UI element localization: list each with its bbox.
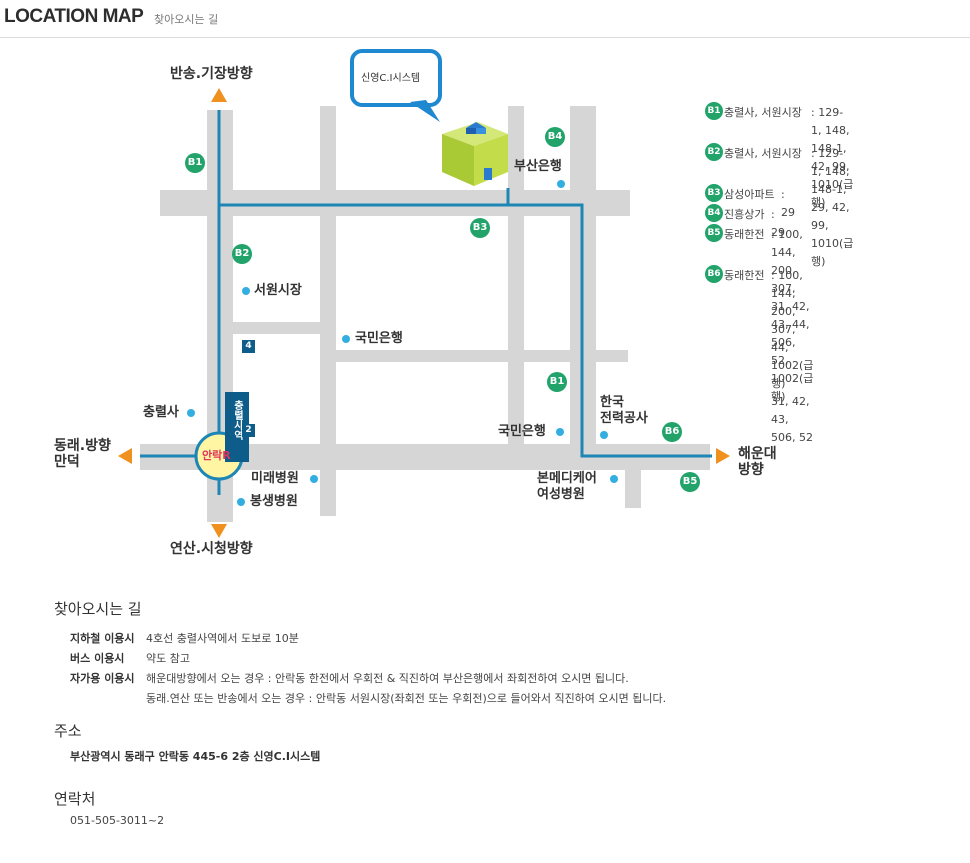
- station-exit-2: 2: [242, 424, 255, 437]
- address-value: 부산광역시 동래구 안락동 445-6 2층 신영C.I시스템: [70, 750, 321, 763]
- place-chungnyeolsa: 충렬사: [143, 405, 179, 420]
- directions-title: 찾아오시는 길: [54, 600, 142, 618]
- direction-south: 연산.시청방향: [170, 541, 253, 557]
- company-building-icon: [442, 122, 508, 186]
- page-subtitle: 찾아오시는 길: [154, 13, 219, 26]
- bus-badge-b2: B2: [232, 244, 252, 264]
- contact-title: 연락처: [54, 790, 96, 808]
- station-exit-4: 4: [242, 340, 255, 353]
- location-map: 신영C.I시스템 반송.기장방향 동래.방향 만덕 연산.시청방향 해운대 방향…: [0, 38, 970, 598]
- bus-badge-b1-south: B1: [547, 372, 567, 392]
- bus-badge-b1-north: B1: [185, 153, 205, 173]
- place-bonmedi-hospital: 본메디케어 여성병원: [537, 471, 597, 502]
- direction-row-car-extra: 동래.연산 또는 반송에서 오는 경우 : 안락동 서원시장(좌회전 또는 우회…: [146, 692, 667, 705]
- road-stub: [625, 470, 641, 508]
- legend-badge: B2: [705, 143, 723, 161]
- contact-value: 051-505-3011~2: [70, 814, 165, 827]
- road-vertical-mid: [320, 106, 336, 516]
- bus-badge-b5: B5: [680, 472, 700, 492]
- legend-badge: B1: [705, 102, 723, 120]
- place-kookmin-bank-2: 국민은행: [498, 424, 546, 439]
- company-bubble: [350, 49, 442, 122]
- place-mirae-hospital: 미래병원: [251, 471, 299, 486]
- road-small-2: [336, 350, 628, 362]
- direction-east: 해운대 방향: [738, 446, 777, 478]
- arrow-south-icon: [211, 524, 227, 538]
- bus-badge-b3: B3: [470, 218, 490, 238]
- dot-kepco: [600, 431, 608, 439]
- place-seowon-market: 서원시장: [254, 283, 302, 298]
- page-header: LOCATION MAP 찾아오시는 길: [0, 0, 970, 38]
- place-bongsaeng-hospital: 봉생병원: [250, 494, 298, 509]
- intersection-label: 안락R: [202, 449, 231, 462]
- place-kookmin-bank-1: 국민은행: [355, 331, 403, 346]
- road-horizontal-top: [160, 190, 630, 216]
- direction-north: 반송.기장방향: [170, 66, 253, 82]
- legend-badge: B4: [705, 204, 723, 222]
- place-kepco: 한국 전력공사: [600, 395, 648, 426]
- dot-chungnyeolsa: [187, 409, 195, 417]
- arrow-east-icon: [716, 448, 730, 464]
- place-busan-bank: 부산은행: [514, 159, 562, 174]
- bus-badge-b4: B4: [545, 127, 565, 147]
- bubble-label: 신영C.I시스템: [361, 73, 421, 84]
- dot-kookmin-bank-2: [556, 428, 564, 436]
- dot-kookmin-bank-1: [342, 335, 350, 343]
- legend-badge: B3: [705, 184, 723, 202]
- dot-seowon-market: [242, 287, 250, 295]
- legend-badge: B6: [705, 265, 723, 283]
- dot-bonmedi-hospital: [610, 475, 618, 483]
- page-title: LOCATION MAP: [4, 6, 144, 27]
- direction-west: 동래.방향 만덕: [54, 438, 111, 470]
- dot-bongsaeng-hospital: [237, 498, 245, 506]
- bus-badge-b6: B6: [662, 422, 682, 442]
- arrow-north-icon: [211, 88, 227, 102]
- road-small-1: [232, 322, 322, 334]
- road-vertical-mid2: [508, 106, 524, 446]
- address-title: 주소: [54, 722, 82, 740]
- station-chungnyeolsa: 충렬사역: [225, 392, 249, 462]
- dot-busan-bank: [557, 180, 565, 188]
- map-canvas: [118, 49, 730, 538]
- dot-mirae-hospital: [310, 475, 318, 483]
- legend-badge: B5: [705, 224, 723, 242]
- arrow-west-icon: [118, 448, 132, 464]
